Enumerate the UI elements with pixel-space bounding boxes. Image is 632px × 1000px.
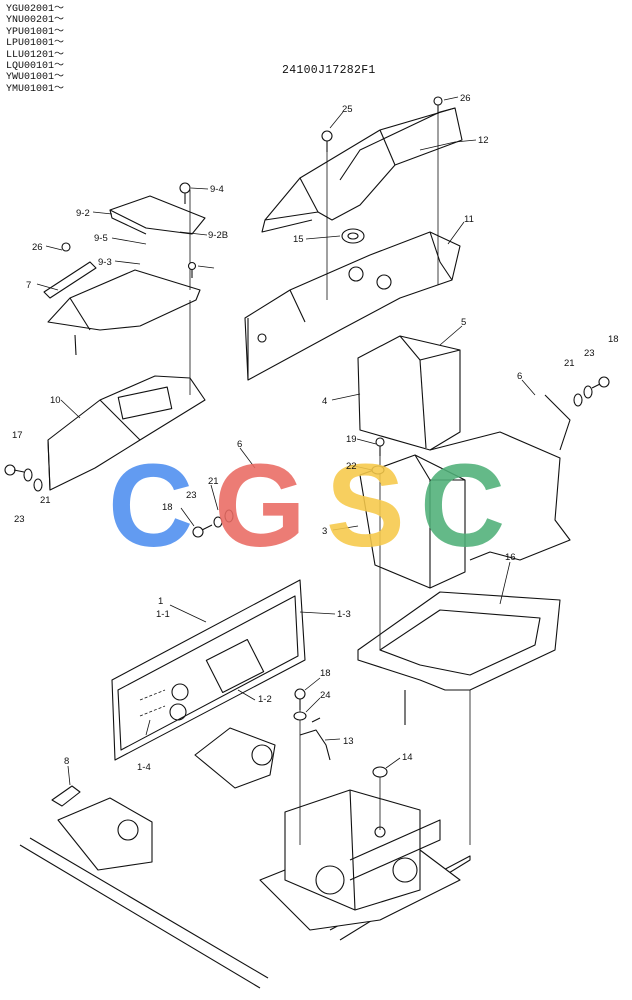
callout-label: 1-4 <box>137 762 151 773</box>
serial-number: LPU01001～ <box>6 38 65 50</box>
washer-icon <box>33 478 43 492</box>
callout-label: 9-3 <box>98 257 112 268</box>
bolt-icon <box>321 130 333 152</box>
part-3-box <box>359 454 466 589</box>
part-4-cover <box>357 335 461 451</box>
callout-label: 18 <box>608 334 619 345</box>
callout-label: 19 <box>346 434 357 445</box>
serial-number-list: YGU02001～ YNU00201～ YPU01001～ LPU01001～ … <box>6 4 64 95</box>
bolt-icon <box>61 242 71 252</box>
bolt-icon <box>433 96 443 114</box>
callout-label: 10 <box>50 395 61 406</box>
hardware <box>4 96 610 778</box>
bolt-icon <box>192 524 213 538</box>
callout-label: 9-2B <box>208 230 228 241</box>
watermark-letter: S <box>326 440 405 572</box>
part-8-cover <box>51 785 153 871</box>
washer-icon <box>224 509 234 523</box>
washer-icon <box>23 468 33 482</box>
watermark-letter: C <box>108 440 193 572</box>
nut-icon <box>372 766 388 778</box>
callout-label: 1-1 <box>156 609 170 620</box>
part-16-frame <box>357 591 561 725</box>
callout-label: 25 <box>342 104 353 115</box>
bolt-icon <box>4 464 25 476</box>
callout-label: 21 <box>208 476 219 487</box>
serial-number: YPU01001～ <box>6 26 65 38</box>
washer-icon <box>583 385 593 399</box>
callout-label: 26 <box>460 93 471 104</box>
callout-label: 21 <box>564 358 575 369</box>
part-7-bracket <box>43 261 201 356</box>
center-guard <box>194 727 276 789</box>
callout-label: 21 <box>40 495 51 506</box>
assembly-guides <box>189 105 471 845</box>
watermark-letter: G <box>214 440 306 572</box>
callout-label: 16 <box>505 552 516 563</box>
callout-label: 7 <box>26 280 31 291</box>
serial-number: LLU01201～ <box>6 49 65 61</box>
part-1-panel <box>111 579 306 761</box>
callout-label: 9-2 <box>76 208 90 219</box>
callout-label: 23 <box>186 490 197 501</box>
serial-number: YMU01001～ <box>6 83 65 95</box>
right-frame <box>429 394 571 561</box>
part-11-bracket <box>244 231 461 381</box>
bolt-icon <box>179 182 191 204</box>
callout-label: 17 <box>12 430 23 441</box>
callout-label: 9-4 <box>210 184 224 195</box>
callout-label: 14 <box>402 752 413 763</box>
grommet-icon <box>341 228 365 244</box>
lower-assembly <box>259 789 461 931</box>
callout-label: 26 <box>32 242 43 253</box>
callout-label: 23 <box>14 514 25 525</box>
part-13-pipe <box>299 717 331 761</box>
callout-label: 22 <box>346 461 357 472</box>
callout-label: 5 <box>461 317 466 328</box>
bolt-icon <box>375 437 385 456</box>
callout-label: 6 <box>237 439 242 450</box>
watermark: C G S C <box>108 440 505 572</box>
serial-number: YWU01001～ <box>6 72 65 84</box>
serial-number: YNU00201～ <box>6 15 65 27</box>
callout-label: 12 <box>478 135 489 146</box>
callout-label: 6 <box>517 371 522 382</box>
part-10-bracket <box>47 375 206 491</box>
bolt-icon <box>591 376 610 389</box>
washer-icon <box>293 711 307 721</box>
washer-icon <box>213 516 223 528</box>
callout-labels: 1 1-1 1-2 1-3 1-4 3 4 5 6 6 7 8 9-2 9-2B… <box>12 93 619 773</box>
callout-label: 1 <box>158 596 163 607</box>
bolt-icon <box>294 688 306 710</box>
drawing-code: 24100J17282F1 <box>282 64 376 77</box>
callout-label: 4 <box>322 396 327 407</box>
callout-label: 23 <box>584 348 595 359</box>
serial-number: LQU00101～ <box>6 61 65 73</box>
callout-label: 24 <box>320 690 331 701</box>
part-9-2-bracket <box>109 195 206 235</box>
callout-label: 9-5 <box>94 233 108 244</box>
leader-lines <box>36 96 536 786</box>
callout-label: 13 <box>343 736 354 747</box>
serial-number: YGU02001～ <box>6 4 65 15</box>
callout-label: 18 <box>162 502 173 513</box>
part-12-cover <box>261 107 463 233</box>
callout-label: 8 <box>64 756 69 767</box>
washer-icon <box>573 393 583 407</box>
callout-label: 15 <box>293 234 304 245</box>
bolt-icon <box>187 261 197 278</box>
callout-label: 11 <box>464 214 474 225</box>
callout-label: 18 <box>320 668 331 679</box>
callout-label: 1-2 <box>258 694 272 705</box>
watermark-letter: C <box>420 440 505 572</box>
callout-label: 3 <box>322 526 327 537</box>
callout-label: 1-3 <box>337 609 351 620</box>
